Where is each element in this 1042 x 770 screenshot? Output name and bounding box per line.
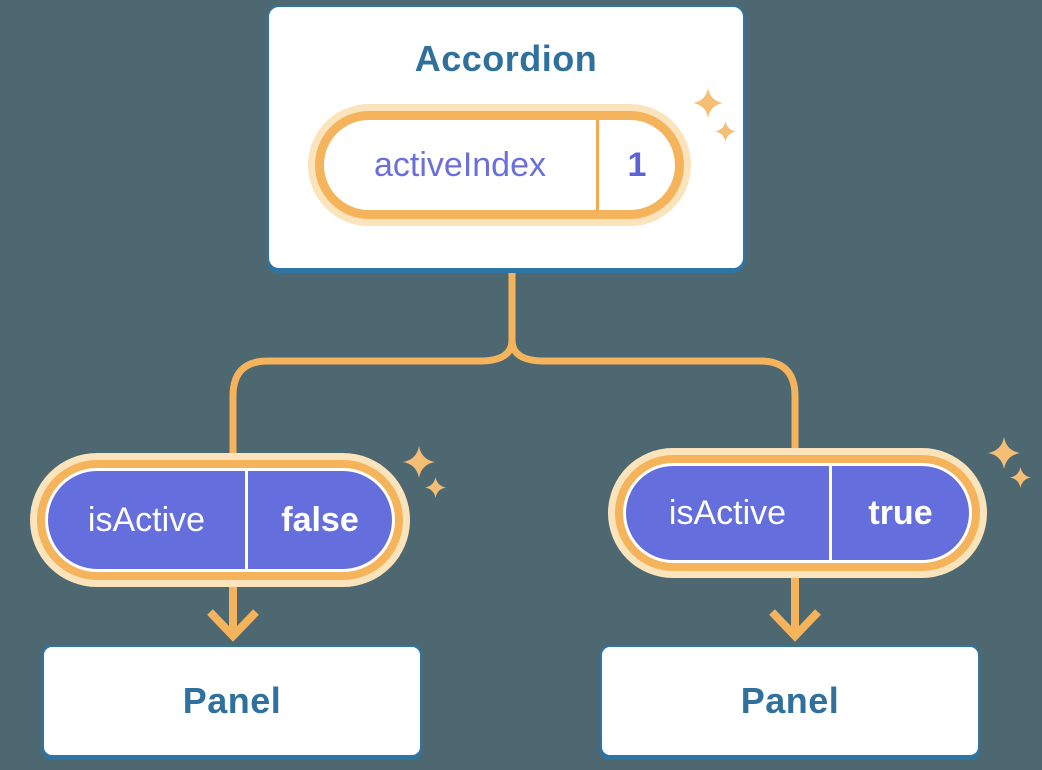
accordion-component-card: Accordion activeIndex 1 — [267, 5, 745, 270]
prop-pill-isactive-true: isActive true — [623, 463, 972, 563]
state-pill-divider — [596, 120, 599, 210]
sparkle-icon — [715, 121, 736, 142]
branch-right-line — [508, 339, 799, 465]
prop-pill-divider — [245, 471, 248, 569]
prop-value-label: false — [281, 500, 359, 539]
panel-component-card-right: Panel — [600, 645, 980, 757]
arrow-down-left-icon — [207, 570, 259, 642]
state-pill: activeIndex 1 — [315, 111, 684, 219]
panel-title: Panel — [182, 680, 282, 721]
panel-title: Panel — [740, 680, 840, 721]
prop-pill-divider — [829, 466, 832, 560]
state-value-label: 1 — [627, 145, 647, 184]
state-name-label: activeIndex — [374, 145, 546, 184]
prop-name-label: isActive — [87, 500, 206, 539]
prop-value-label: true — [868, 493, 933, 532]
sparkle-icon — [988, 437, 1020, 469]
branch-left-line — [229, 339, 516, 470]
accordion-title: Accordion — [414, 38, 598, 79]
sparkle-icon — [425, 477, 446, 498]
arrow-down-right-icon — [769, 565, 821, 642]
sparkle-icon — [403, 446, 435, 478]
sparkle-icon — [693, 88, 723, 118]
panel-component-card-left: Panel — [42, 645, 422, 757]
prop-name-label: isActive — [668, 493, 787, 532]
prop-pill-isactive-false: isActive false — [45, 468, 395, 572]
sparkle-icon — [1010, 467, 1031, 488]
